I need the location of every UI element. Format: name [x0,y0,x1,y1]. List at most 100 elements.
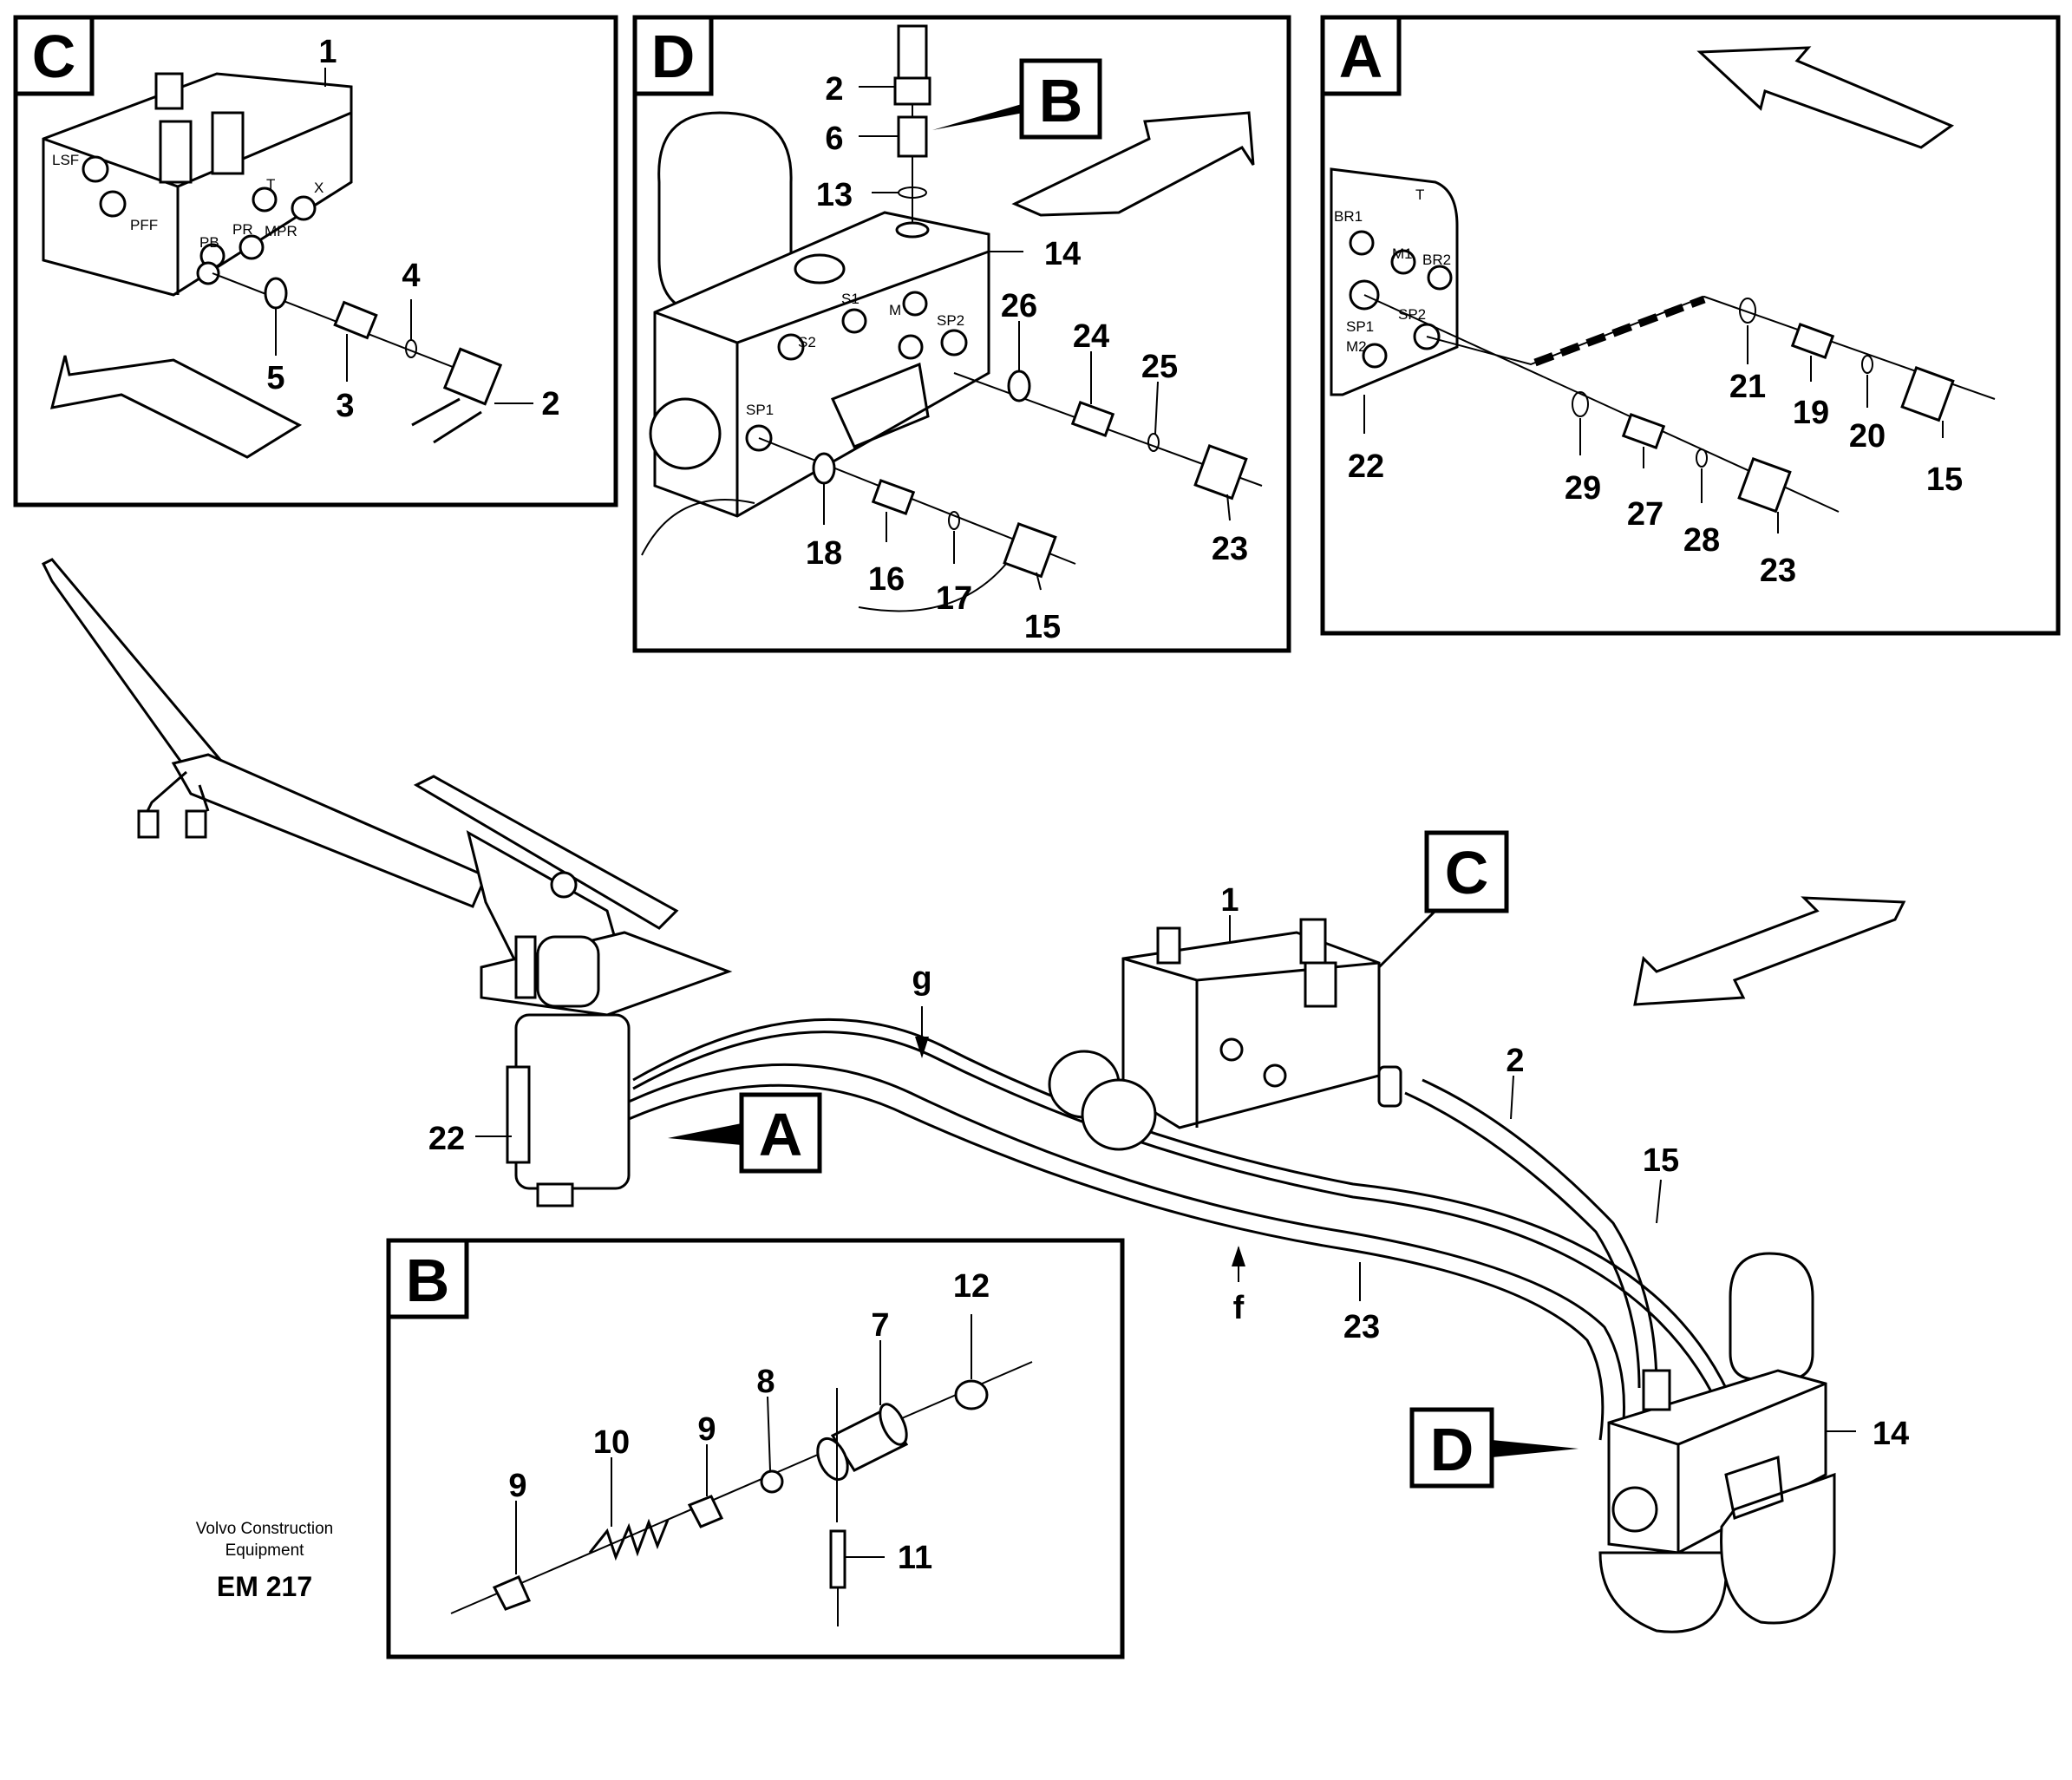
valve-block-1 [1048,918,1402,1151]
o-ring-17 [948,511,960,530]
o-ring-21 [1739,298,1756,324]
callout-d-16: 16 [868,561,905,598]
port-pb: PB [199,234,219,251]
callout-d-18: 18 [806,535,842,572]
port-t: T [266,176,275,193]
panel-c: C LSF PFF PB PR MPR T X [13,15,618,507]
pin-11 [829,1529,846,1589]
callout-a-27: 27 [1627,496,1663,533]
check-valve-6 [897,115,928,158]
ref-c-label: C [1445,839,1489,906]
panel-c-letter: C [32,23,76,90]
callout-c-4: 4 [402,258,420,294]
adapter-16 [871,479,916,515]
callout-d-6: 6 [825,121,843,157]
callout-b-8: 8 [756,1364,775,1400]
ref-d-label: D [1430,1416,1474,1483]
adapter-3 [333,300,378,340]
port-sp2: SP2 [1398,306,1426,323]
adapter-24 [1070,401,1115,437]
o-ring-28 [1696,448,1708,468]
callout-a-22: 22 [1348,448,1384,485]
callout-a-20: 20 [1849,418,1886,455]
callout-b-9: 9 [697,1411,716,1448]
panel-a: A BR1 T M1 BR2 SP1 SP2 M2 21 19 [1320,15,2061,636]
hose-fitting-2 [411,347,503,444]
panel-d: D S2 S1 M SP2 SP1 [632,15,1291,653]
port-pff: PFF [130,217,158,233]
callout-a-28: 28 [1683,522,1720,559]
callout-main-2: 2 [1506,1043,1524,1079]
port-x: X [314,180,324,196]
callout-d-14: 14 [1044,236,1081,272]
port-lsf: LSF [52,152,79,168]
port-sp1: SP1 [1346,318,1374,335]
ref-d-pointer [1492,1440,1579,1457]
callout-a-29: 29 [1565,470,1601,507]
callout-c-2: 2 [541,386,559,422]
port-sp1: SP1 [746,402,774,418]
panel-b-letter: B [406,1247,450,1314]
callout-c-5: 5 [266,360,284,396]
hose-fitting-23 [1737,457,1792,514]
spring-10 [588,1518,670,1561]
o-ring-29 [1572,391,1589,417]
hose-2 [897,24,928,80]
hose-2 [1404,1091,1641,1389]
o-ring-20 [1861,355,1873,374]
footer: Volvo Construction Equipment EM 217 [196,1520,333,1602]
washer-5 [264,277,288,310]
valve-block-d [649,211,990,518]
callout-b-10: 10 [593,1424,630,1461]
callout-main-22: 22 [428,1121,465,1157]
panel-a-letter: A [1339,23,1383,90]
o-ring-25 [1147,433,1160,452]
hose-15 [632,1031,1728,1423]
panel-d-letter: D [651,23,696,90]
callout-d-25: 25 [1141,349,1178,385]
callout-main-15: 15 [1643,1142,1679,1179]
port-m2: M2 [1346,338,1367,355]
direction-arrow [49,355,303,459]
pedal-arm [41,558,487,908]
callout-a-19: 19 [1793,395,1829,431]
callout-a-21: 21 [1729,369,1766,405]
ball-8 [760,1469,784,1494]
washer-18 [812,452,836,485]
port-br2: BR2 [1422,252,1451,268]
ref-a-label: A [759,1101,803,1168]
hose-fitting-15 [1900,366,1955,422]
ref-b-label: B [1039,67,1083,134]
callout-d-26: 26 [1001,288,1037,324]
port-sp2: SP2 [937,312,964,329]
footer-drawing-code: EM 217 [217,1571,312,1602]
callout-d-15: 15 [1024,609,1061,645]
valve-block-c [42,72,353,297]
accumulator-block-14 [1598,1252,1836,1633]
callout-c-1: 1 [318,34,337,70]
accumulator-lower [641,499,1007,612]
panel-b: B 12 7 8 9 10 9 11 [386,1238,1125,1659]
ref-b-pointer [932,104,1023,130]
callout-d-13: 13 [816,177,853,213]
seat-9 [687,1495,724,1528]
housing-7 [816,1388,909,1522]
ref-c-pointer [1377,909,1437,969]
adapter-27 [1621,413,1666,449]
callout-a-23: 23 [1760,553,1796,589]
port-t: T [1415,187,1424,203]
footer-company-line2: Equipment [226,1541,305,1560]
hose-23 [628,1063,1625,1441]
port-pr: PR [232,221,253,238]
callout-d-17: 17 [936,580,972,617]
port-br1: BR1 [1334,208,1363,225]
direction-arrow [1633,896,1906,1006]
seat-9b [492,1575,532,1611]
callout-main-g: g [912,960,931,997]
callout-d-23: 23 [1212,531,1248,567]
nut-2 [893,76,931,106]
callout-b-11: 11 [898,1540,932,1576]
callout-b-7: 7 [871,1307,889,1344]
callout-b-9b: 9 [508,1468,526,1504]
